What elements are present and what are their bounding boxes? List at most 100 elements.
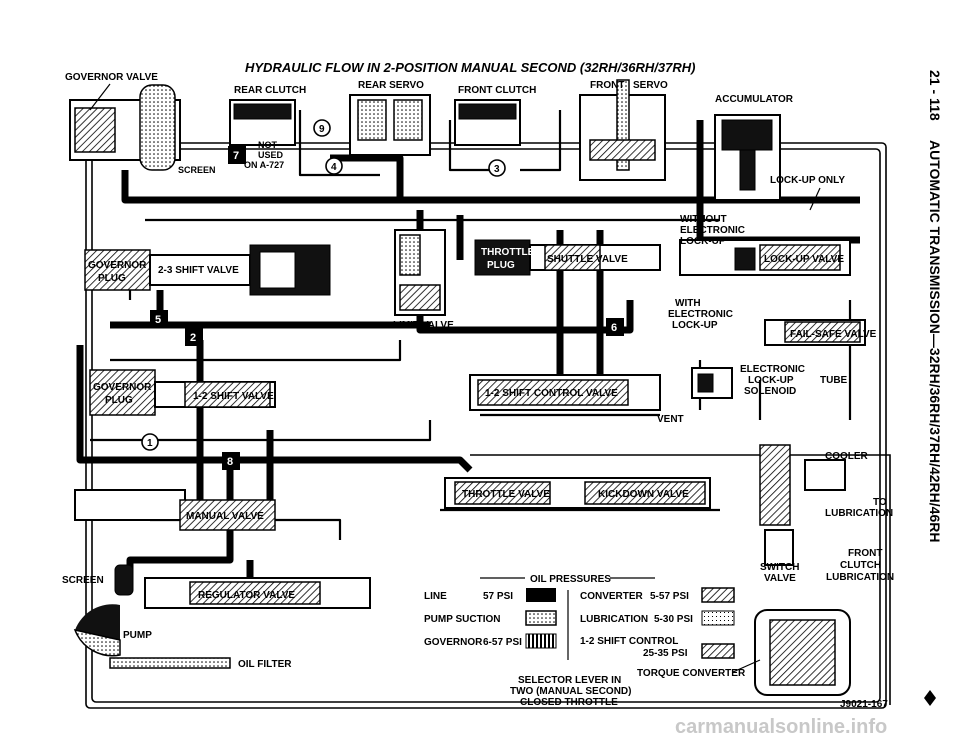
selector-note: SELECTOR LEVER IN TWO (MANUAL SECOND) CL… xyxy=(510,675,631,708)
throttle-plug-label-b: PLUG xyxy=(487,260,515,271)
throttle-kickdown-assembly: THROTTLE VALVE KICKDOWN VALVE xyxy=(444,477,711,509)
shift-valve-12-label: 1-2 SHIFT VALVE xyxy=(193,391,274,402)
cooler-switch-assembly: COOLER TO LUBRICATION SWITCH VALVE FRONT… xyxy=(759,444,894,584)
without-label-a: WITHOUT xyxy=(680,214,727,225)
svg-text:4: 4 xyxy=(331,162,337,173)
without-label-b: ELECTRONIC xyxy=(680,225,745,236)
rear-servo-label: REAR SERVO xyxy=(358,80,424,91)
governor-valve: GOVERNOR VALVE xyxy=(65,72,181,171)
front-servo: FRONT SERVO xyxy=(579,79,668,181)
circle-9: 9 xyxy=(313,119,331,137)
lockup-only-label: LOCK-UP ONLY xyxy=(770,175,845,186)
cooler-label: COOLER xyxy=(825,451,869,462)
selector-note-line2: TWO (MANUAL SECOND) xyxy=(510,686,631,697)
svg-text:8: 8 xyxy=(227,456,233,468)
throttle-valve-label: THROTTLE VALVE xyxy=(462,489,550,500)
legend-line-label: LINE xyxy=(424,591,447,602)
governor-plug-label-b: PLUG xyxy=(98,273,126,284)
legend-lub-swatch xyxy=(701,610,735,626)
svg-text:5: 5 xyxy=(155,314,161,326)
front-clutch-lub-label-a: FRONT xyxy=(848,548,882,559)
figure-id: J9021-167 xyxy=(840,699,888,710)
lockup-valve-label: LOCK-UP VALVE xyxy=(764,254,844,265)
with-label-a: WITH xyxy=(675,298,701,309)
governor-valve-label: GOVERNOR VALVE xyxy=(65,72,158,83)
not-used-note: NOT USED ON A-727 xyxy=(244,140,284,170)
front-clutch-lub-label-c: LUBRICATION xyxy=(826,572,894,583)
svg-text:3: 3 xyxy=(494,164,500,175)
passage-badges: 7 5 2 6 8 xyxy=(150,146,624,470)
governor-plug2-label-a: GOVERNOR xyxy=(93,382,152,393)
not-used-text-3: ON A-727 xyxy=(244,160,284,170)
badge-6: 6 xyxy=(606,318,624,336)
shift-valve-23-label: 2-3 SHIFT VALVE xyxy=(158,265,239,276)
lockup-valve-assembly: WITHOUT ELECTRONIC LOCK-UP LOCK-UP VALVE xyxy=(679,214,851,276)
svg-text:9: 9 xyxy=(319,124,325,135)
oil-filter-label: OIL FILTER xyxy=(238,659,292,670)
auxiliary-passages xyxy=(90,110,852,540)
governor-plug-label-a: GOVERNOR xyxy=(88,260,147,271)
to-lub-label-b: LUBRICATION xyxy=(825,508,893,519)
with-label-c: LOCK-UP xyxy=(672,320,718,331)
legend-line-psi: 57 PSI xyxy=(483,591,513,602)
rear-clutch: REAR CLUTCH xyxy=(229,85,306,146)
vent-label: VENT xyxy=(657,414,684,425)
legend-heading: OIL PRESSURES xyxy=(530,574,611,585)
passage-circles: 4 9 3 1 xyxy=(141,119,506,451)
legend-governor-psi: 6-57 PSI xyxy=(483,637,522,648)
badge-2: 2 xyxy=(185,328,203,346)
shift-valve-23-assembly: GOVERNOR PLUG 2-3 SHIFT VALVE xyxy=(84,244,331,296)
manual-valve-label: MANUAL VALVE xyxy=(186,511,264,522)
solenoid-label-b: LOCK-UP xyxy=(748,375,794,386)
badge-7: 7 xyxy=(228,146,246,164)
front-clutch-label: FRONT CLUTCH xyxy=(458,85,536,96)
solenoid-label-c: SOLENOID xyxy=(744,386,796,397)
torque-converter: TORQUE CONVERTER xyxy=(637,609,851,696)
legend-lub-label: LUBRICATION xyxy=(580,614,648,625)
manual-valve-assembly: MANUAL VALVE xyxy=(74,489,276,531)
shuttle-valve-assembly: THROTTLE PLUG SHUTTLE VALVE xyxy=(474,239,661,276)
legend-converter-psi: 5-57 PSI xyxy=(650,591,689,602)
circle-3: 3 xyxy=(488,159,506,177)
legend-shift-control-label: 1-2 SHIFT CONTROL xyxy=(580,636,678,647)
shuttle-valve-label: SHUTTLE VALVE xyxy=(547,254,628,265)
svg-text:7: 7 xyxy=(233,150,239,162)
shift-control-label: 1-2 SHIFT CONTROL VALVE xyxy=(485,388,618,399)
circle-1: 1 xyxy=(141,433,159,451)
svg-text:2: 2 xyxy=(190,332,196,344)
kickdown-valve-label: KICKDOWN VALVE xyxy=(598,489,689,500)
legend-converter-swatch xyxy=(701,587,735,603)
accumulator-label: ACCUMULATOR xyxy=(715,94,794,105)
accumulator: ACCUMULATOR xyxy=(714,94,794,201)
page-number: 21 - 118 xyxy=(927,70,943,121)
svg-text:6: 6 xyxy=(611,322,617,334)
with-label-b: ELECTRONIC xyxy=(668,309,733,320)
screen-top-label: SCREEN xyxy=(178,165,216,175)
not-used-text-1: NOT xyxy=(258,140,278,150)
rear-servo: REAR SERVO xyxy=(349,80,431,156)
section-title: AUTOMATIC TRANSMISSION—32RH/36RH/37RH/42… xyxy=(927,140,943,542)
selector-note-line3: CLOSED THROTTLE xyxy=(520,697,618,708)
legend-governor-label: GOVERNOR xyxy=(424,637,483,648)
screen-bottom-label: SCREEN xyxy=(62,575,104,586)
legend-suction-swatch xyxy=(525,610,557,626)
regulator-valve-label: REGULATOR VALVE xyxy=(198,590,295,601)
legend-converter-label: CONVERTER xyxy=(580,591,644,602)
selector-note-line1: SELECTOR LEVER IN xyxy=(518,675,621,686)
diamond-marker-icon xyxy=(924,690,936,706)
svg-text:1: 1 xyxy=(147,438,153,449)
solenoid-label-a: ELECTRONIC xyxy=(740,364,805,375)
front-servo-label-b: SERVO xyxy=(633,80,668,91)
without-label-c: LOCK-UP xyxy=(680,236,726,247)
rear-clutch-label: REAR CLUTCH xyxy=(234,85,306,96)
shift-control-valve: 1-2 SHIFT CONTROL VALVE VENT xyxy=(469,374,684,425)
limit-valve: LIMIT VALVE xyxy=(393,229,454,331)
to-lub-label-a: TO xyxy=(873,497,887,508)
website-watermark: carmanualsonline.info xyxy=(675,716,887,738)
regulator-pump-assembly: SCREEN REGULATOR VALVE PUMP OIL FILTER xyxy=(62,564,371,670)
legend-lub-psi: 5-30 PSI xyxy=(654,614,693,625)
oil-pressure-legend: OIL PRESSURES LINE 57 PSI PUMP SUCTION G… xyxy=(424,574,735,660)
switch-valve-label-b: VALVE xyxy=(764,573,796,584)
